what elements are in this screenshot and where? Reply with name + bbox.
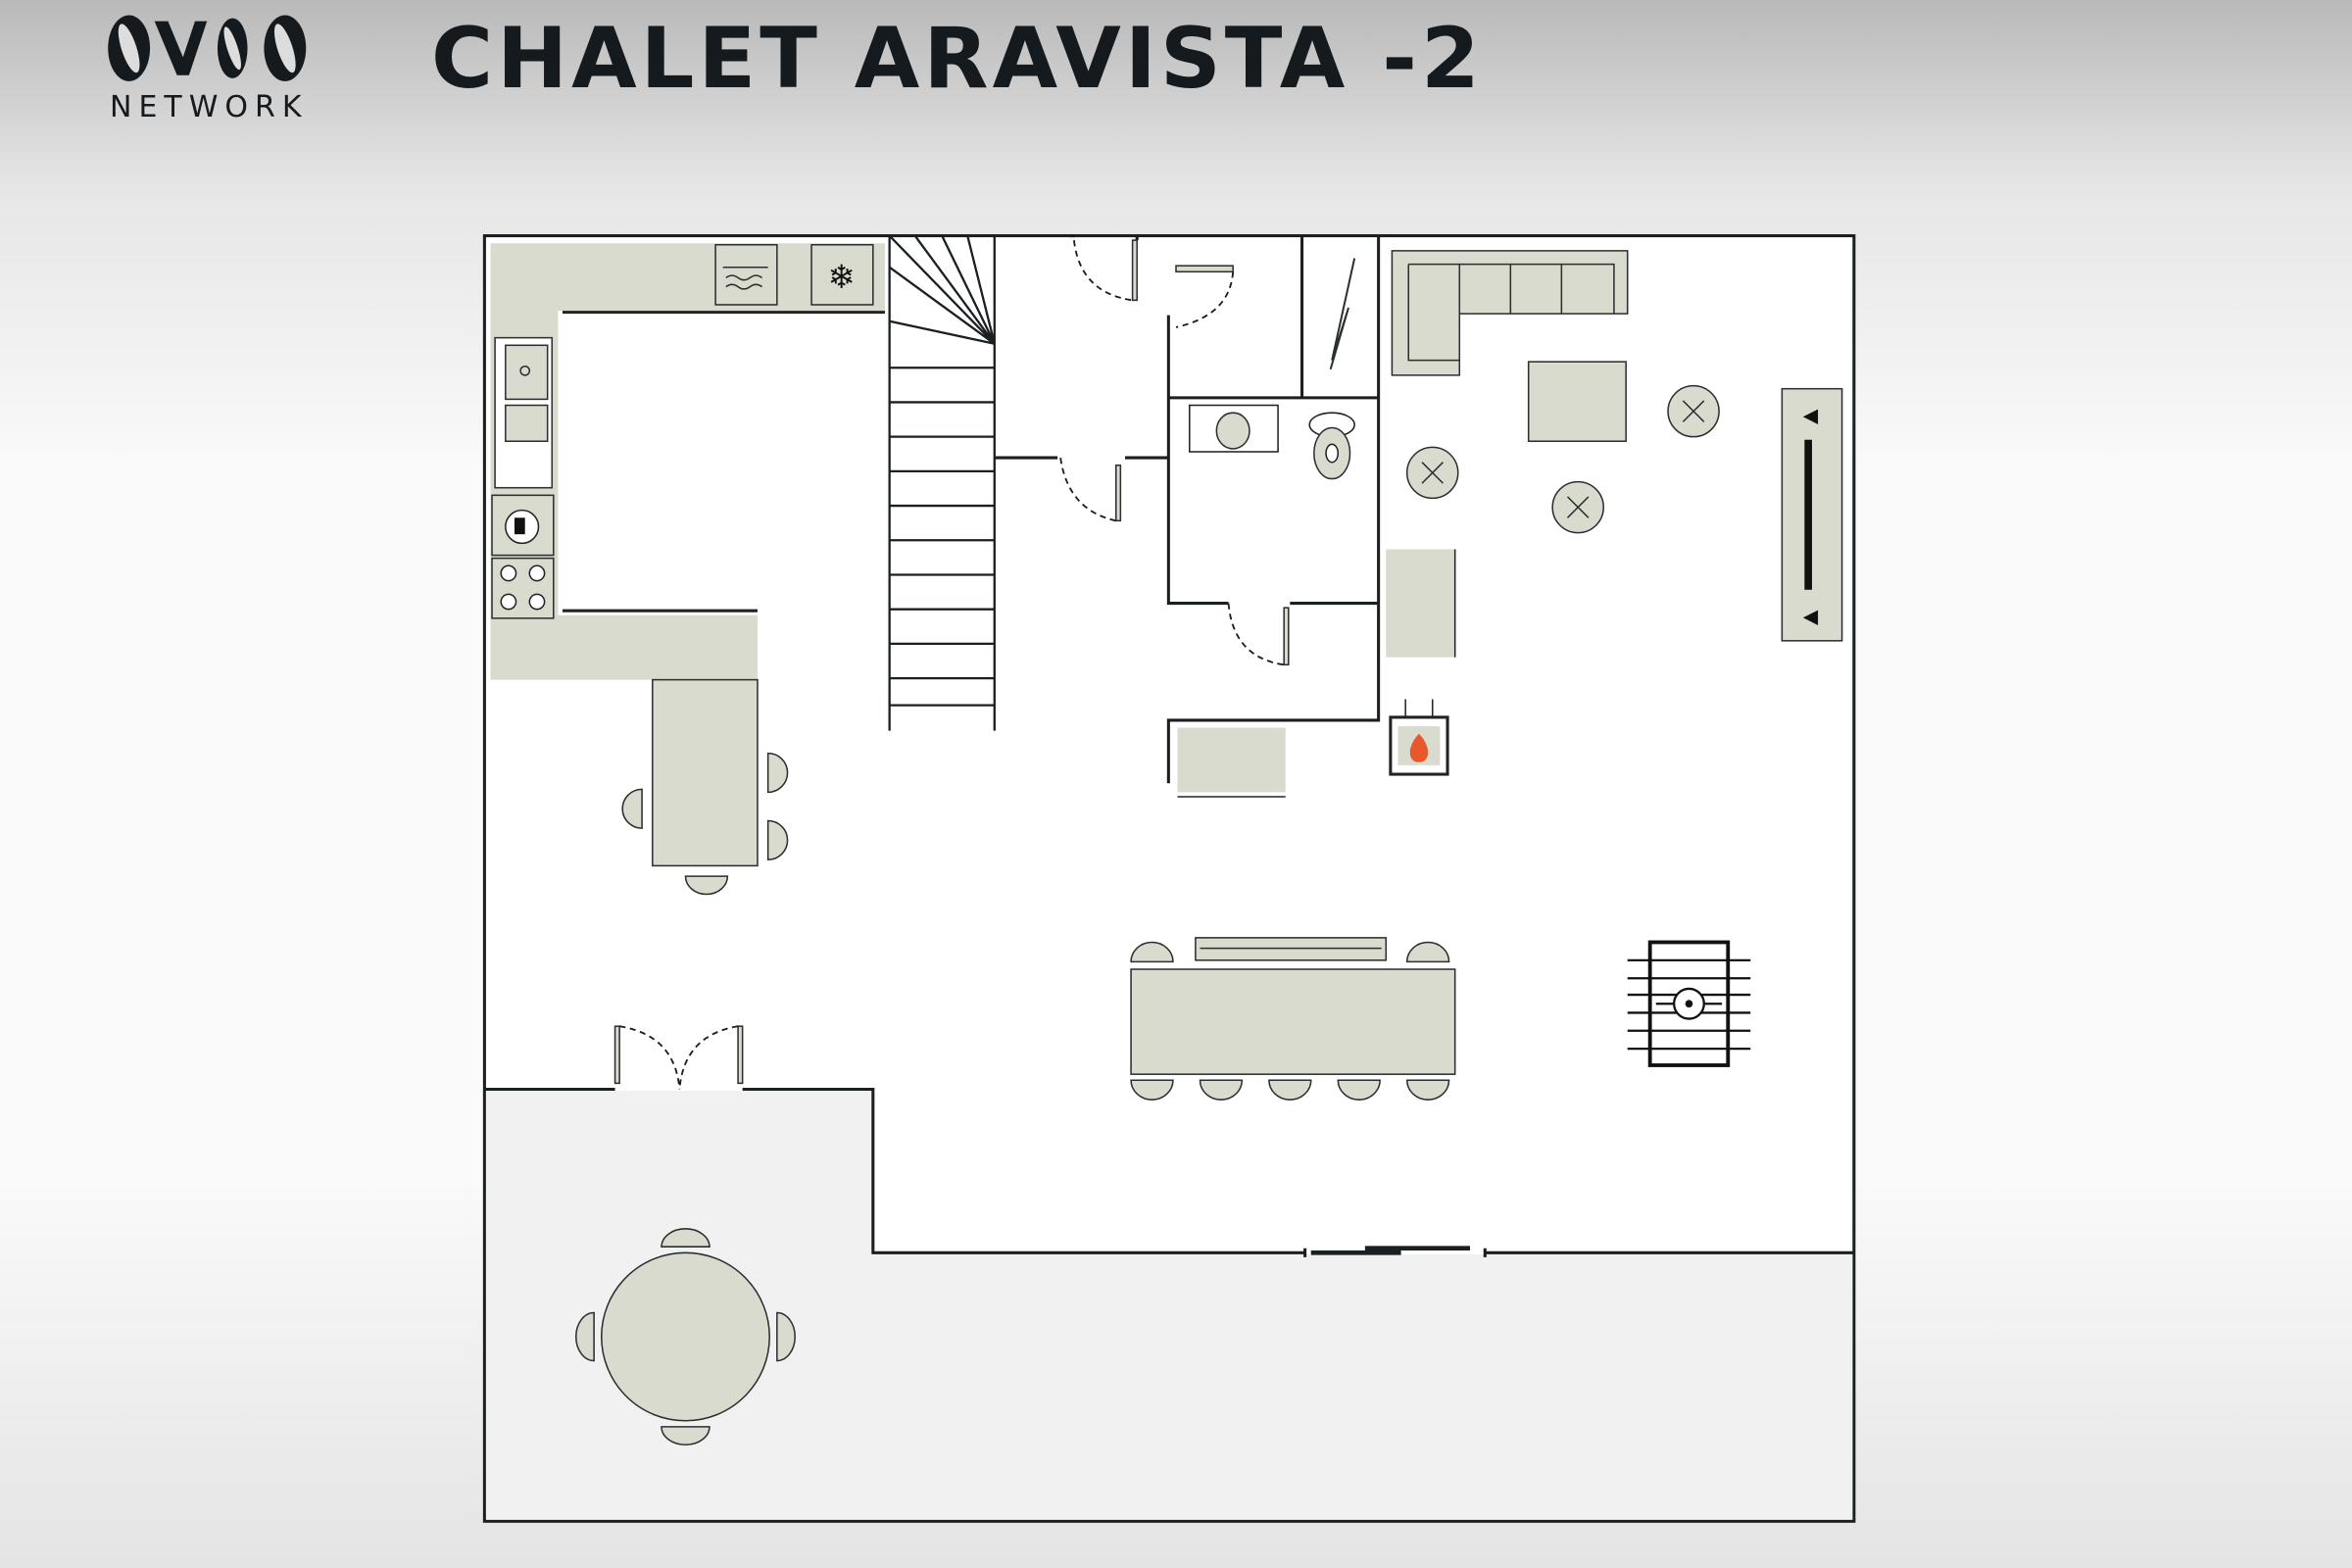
dining-table xyxy=(1130,968,1456,1075)
staircase xyxy=(888,234,996,731)
terrace-chairs xyxy=(575,1228,796,1446)
speaker-icon: ◀ xyxy=(1803,606,1819,627)
kitchen: ❄ xyxy=(490,243,886,896)
dining-chairs xyxy=(1130,941,1450,1101)
page-title: CHALET ARAVISTA -2 xyxy=(431,10,1484,108)
island-stools xyxy=(621,752,789,896)
desk xyxy=(1177,727,1286,793)
hob-icon xyxy=(491,557,555,619)
kitchen-island xyxy=(652,678,759,867)
freezer-icon xyxy=(810,243,874,306)
coffee-table xyxy=(1527,361,1627,443)
doors xyxy=(613,239,1487,1257)
speaker-icon: ◀ xyxy=(1803,405,1819,426)
logo-text: NETWORK xyxy=(110,90,309,124)
foosball-table-icon xyxy=(1627,940,1751,1067)
tv-icon xyxy=(1804,439,1812,590)
living-area: ◀ ◀ xyxy=(1177,250,1843,798)
svg-text:❄: ❄ xyxy=(828,260,856,296)
terrace xyxy=(575,1228,796,1446)
sideboard xyxy=(1386,549,1455,658)
bathroom xyxy=(1189,258,1356,480)
logo-mark xyxy=(108,15,307,81)
oven-icon xyxy=(714,243,778,306)
round-table xyxy=(601,1251,770,1422)
dining-area xyxy=(1130,937,1751,1101)
poufs xyxy=(1405,384,1720,534)
